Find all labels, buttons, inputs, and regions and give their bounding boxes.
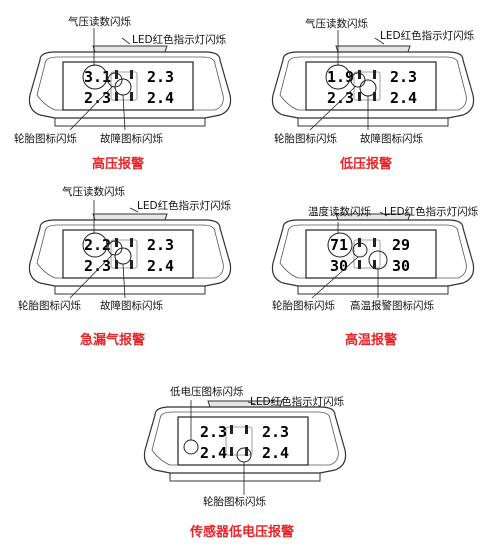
tire-icon-flash-label: 轮胎图标闪烁 <box>14 133 77 145</box>
alarm-title: 低压报警 <box>340 157 393 172</box>
alarm-title: 高温报警 <box>345 333 398 348</box>
reading-front-left: 2.3 <box>200 423 228 441</box>
pressure-reading-flash-label: 气压读数闪烁 <box>68 16 131 28</box>
fault-icon-flash-label: 故障图标闪烁 <box>100 133 163 145</box>
reading-front-right: 29 <box>392 236 411 254</box>
reading-front-right: 2.3 <box>147 68 175 86</box>
callouts <box>183 400 256 495</box>
reading-rear-right: 2.4 <box>147 257 175 275</box>
alarm-title: 高压报警 <box>92 157 145 172</box>
reading-front-left: 2.2 <box>84 236 112 254</box>
alarm-title: 传感器低电压报警 <box>190 525 295 540</box>
fault-icon-flash-label: 故障图标闪烁 <box>360 133 423 145</box>
reading-front-left: 71 <box>330 236 349 254</box>
tire-icon-flash-label: 轮胎图标闪烁 <box>203 496 266 508</box>
reading-rear-left: 2.3 <box>84 257 112 275</box>
reading-rear-right: 2.4 <box>262 444 290 462</box>
callouts <box>69 28 132 131</box>
reading-rear-right: 30 <box>392 257 411 275</box>
led-flash-label: LED红色指示灯闪烁 <box>132 34 227 46</box>
reading-rear-left: 2.4 <box>200 444 228 462</box>
led-flash-label: LED红色指示灯闪烁 <box>137 200 232 212</box>
tpms-device <box>143 400 347 482</box>
reading-front-right: 2.3 <box>262 423 290 441</box>
alarm-title: 急漏气报警 <box>80 333 146 348</box>
callouts <box>309 30 385 131</box>
low-voltage-icon-flash-label: 低电压图标闪烁 <box>170 386 244 398</box>
reading-rear-left: 2.3 <box>84 89 112 107</box>
tire-icon-flash-label: 轮胎图标闪烁 <box>18 300 81 312</box>
reading-front-left: 1.9 <box>327 68 355 86</box>
reading-rear-right: 2.4 <box>147 89 175 107</box>
callouts <box>69 200 139 299</box>
reading-front-left: 3.1 <box>84 68 112 86</box>
temperature-reading-flash-label: 温度读数闪烁 <box>308 206 371 218</box>
tire-icon-flash-label: 轮胎图标闪烁 <box>274 133 337 145</box>
high-temp-icon-flash-label: 高温报警图标闪烁 <box>350 300 434 312</box>
tire-icon-flash-label: 轮胎图标闪烁 <box>272 300 335 312</box>
tpms-device <box>28 45 232 127</box>
reading-rear-left: 30 <box>330 257 349 275</box>
callouts <box>311 211 388 299</box>
pressure-reading-flash-label: 气压读数闪烁 <box>305 18 368 30</box>
tpms-device <box>28 213 232 295</box>
fault-icon-flash-label: 故障图标闪烁 <box>100 300 163 312</box>
led-flash-label: LED红色指示灯闪烁 <box>250 396 345 408</box>
pressure-reading-flash-label: 气压读数闪烁 <box>62 186 125 198</box>
reading-front-right: 2.3 <box>147 236 175 254</box>
led-flash-label: LED红色指示灯闪烁 <box>380 30 475 42</box>
reading-rear-left: 2.3 <box>327 89 355 107</box>
reading-front-right: 2.3 <box>390 68 418 86</box>
reading-rear-right: 2.4 <box>390 89 418 107</box>
led-flash-label: LED红色指示灯闪烁 <box>384 206 479 218</box>
